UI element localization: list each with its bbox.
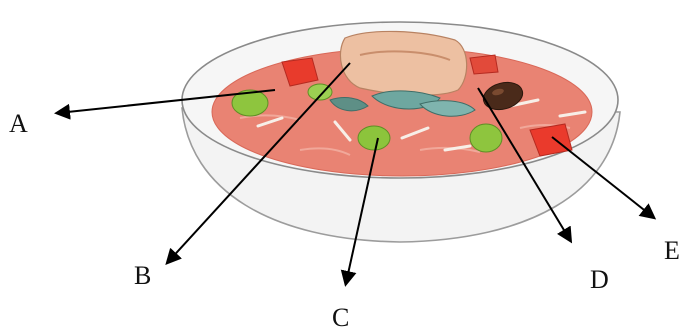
red-pepper-top: [470, 55, 498, 74]
label-b: B: [134, 263, 151, 289]
label-c: C: [332, 305, 349, 331]
label-d: D: [590, 267, 609, 293]
green-veg-right: [470, 124, 502, 152]
meat-chunk: [340, 31, 466, 95]
green-veg-center: [358, 126, 390, 150]
label-e: E: [664, 238, 680, 264]
label-a: A: [9, 111, 28, 137]
